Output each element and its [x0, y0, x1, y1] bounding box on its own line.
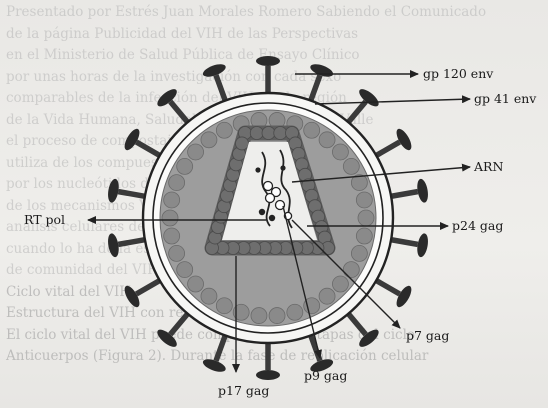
matrix-bead: [216, 122, 232, 138]
matrix-bead: [169, 245, 185, 261]
matrix-bead: [162, 210, 178, 226]
matrix-bead: [351, 245, 367, 261]
reverse-transcriptase-dot: [255, 167, 260, 172]
p9-nucleocapsid-bead: [266, 194, 275, 203]
reverse-transcriptase-dot: [269, 215, 275, 221]
matrix-bead: [343, 158, 359, 174]
capsid-bead: [262, 127, 275, 140]
matrix-bead: [332, 276, 348, 292]
matrix-bead: [319, 132, 335, 148]
capsid-bead: [250, 127, 263, 140]
gp120-spike-cap: [256, 56, 280, 66]
label-arn: ARN: [473, 159, 503, 174]
matrix-bead: [287, 304, 303, 320]
matrix-bead: [177, 158, 193, 174]
matrix-bead: [201, 132, 217, 148]
matrix-bead: [169, 175, 185, 191]
gp120-spike-cap: [394, 284, 415, 310]
gp120-spike-cap: [122, 127, 143, 153]
gp120-spike-cap: [394, 127, 415, 153]
matrix-bead: [358, 210, 374, 226]
reverse-transcriptase-dot: [259, 209, 265, 215]
gp120-spike-cap: [416, 233, 430, 258]
capsid-bead: [236, 137, 249, 150]
gp120-spike-cap: [416, 178, 430, 203]
matrix-bead: [177, 262, 193, 278]
label-gp120-env: gp 120 env: [423, 66, 494, 81]
matrix-bead: [251, 308, 267, 324]
reverse-transcriptase-dot: [280, 165, 285, 170]
matrix-bead: [269, 308, 285, 324]
matrix-bead: [164, 192, 180, 208]
gp120-spike-cap: [256, 370, 280, 380]
matrix-bead: [343, 262, 359, 278]
matrix-bead: [188, 276, 204, 292]
label-p9-gag: p9 gag: [304, 368, 347, 383]
label-p7-gag: p7 gag: [406, 328, 449, 343]
leader-gp41: [315, 99, 470, 104]
label-p24-gag: p24 gag: [452, 218, 503, 233]
label-rt-pol: RT pol: [24, 212, 65, 227]
matrix-bead: [164, 228, 180, 244]
matrix-bead: [356, 192, 372, 208]
label-gp41-env: gp 41 env: [474, 91, 537, 106]
capsid-bead: [274, 127, 287, 140]
matrix-bead: [319, 288, 335, 304]
gp120-spike-cap: [106, 178, 120, 203]
matrix-bead: [304, 122, 320, 138]
p9-nucleocapsid-bead: [264, 182, 273, 191]
matrix-bead: [216, 298, 232, 314]
label-p17-gag: p17 gag: [218, 383, 269, 398]
matrix-bead: [356, 228, 372, 244]
gp120-spike-cap: [122, 284, 143, 310]
matrix-bead: [188, 144, 204, 160]
gp120-spike-cap: [106, 233, 120, 258]
matrix-bead: [201, 288, 217, 304]
matrix-bead: [332, 144, 348, 160]
